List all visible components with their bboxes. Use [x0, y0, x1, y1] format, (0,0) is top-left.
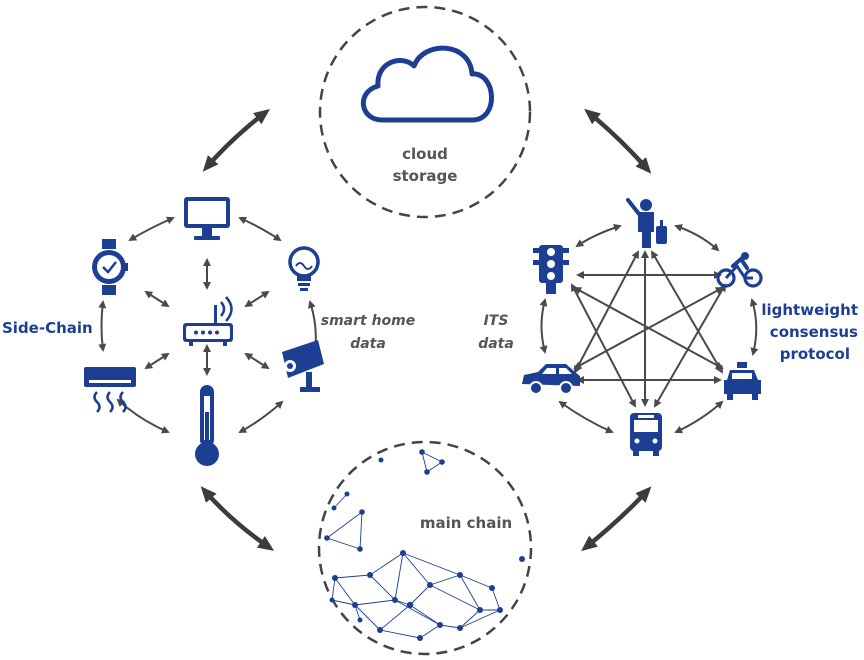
- main-flow-arrows: [200, 108, 652, 552]
- consensus-label-line1: lightweight: [761, 301, 858, 319]
- bus-icon: [630, 413, 662, 456]
- car-icon: [522, 364, 580, 395]
- arrow-smart-home-to-main-chain: [200, 486, 275, 551]
- main-chain-dashed-circle: [317, 440, 533, 656]
- bulb-icon: [288, 246, 320, 291]
- camera-icon: [282, 340, 324, 392]
- cloud-dashed-circle: [318, 5, 532, 219]
- its-label-line2: data: [478, 336, 514, 352]
- monitor-icon: [184, 197, 230, 240]
- thermometer-icon: [195, 385, 219, 466]
- router-icon: [183, 296, 233, 346]
- main-chain-node: main chain: [317, 440, 533, 656]
- consensus-label-line3: protocol: [780, 345, 850, 363]
- consensus-label-line2: consensus: [770, 323, 858, 341]
- arrow-cloud-to-smart-home: [202, 108, 270, 172]
- bicycle-icon: [716, 252, 763, 288]
- cloud-label-line2: storage: [393, 167, 458, 185]
- traffic-light-icon: [533, 245, 569, 294]
- cloud-icon: [360, 45, 494, 123]
- cloud-storage-node: cloud storage: [318, 5, 532, 219]
- cloud-label-line1: cloud: [402, 145, 448, 163]
- smart-home-ring-arrows: [98, 216, 320, 434]
- its-mesh-arrows: [571, 250, 727, 408]
- pedestrian-icon: [626, 198, 667, 248]
- smart-home-cluster: Side-Chain smart home data: [2, 197, 415, 466]
- arrow-its-to-main-chain: [581, 486, 652, 552]
- watch-icon: [92, 239, 128, 295]
- smart-home-label-line2: data: [350, 336, 386, 352]
- side-chain-label: Side-Chain: [2, 319, 93, 337]
- air-conditioner-icon: [84, 367, 136, 413]
- its-cluster: ITS data lightweight consensus protocol: [478, 198, 858, 456]
- its-label-line1: ITS: [484, 313, 509, 329]
- smart-home-label-line1: smart home: [321, 313, 416, 329]
- main-chain-label: main chain: [420, 514, 512, 532]
- taxi-icon: [724, 362, 761, 400]
- main-chain-network-graph: [324, 449, 525, 641]
- arrow-cloud-to-its: [584, 108, 652, 174]
